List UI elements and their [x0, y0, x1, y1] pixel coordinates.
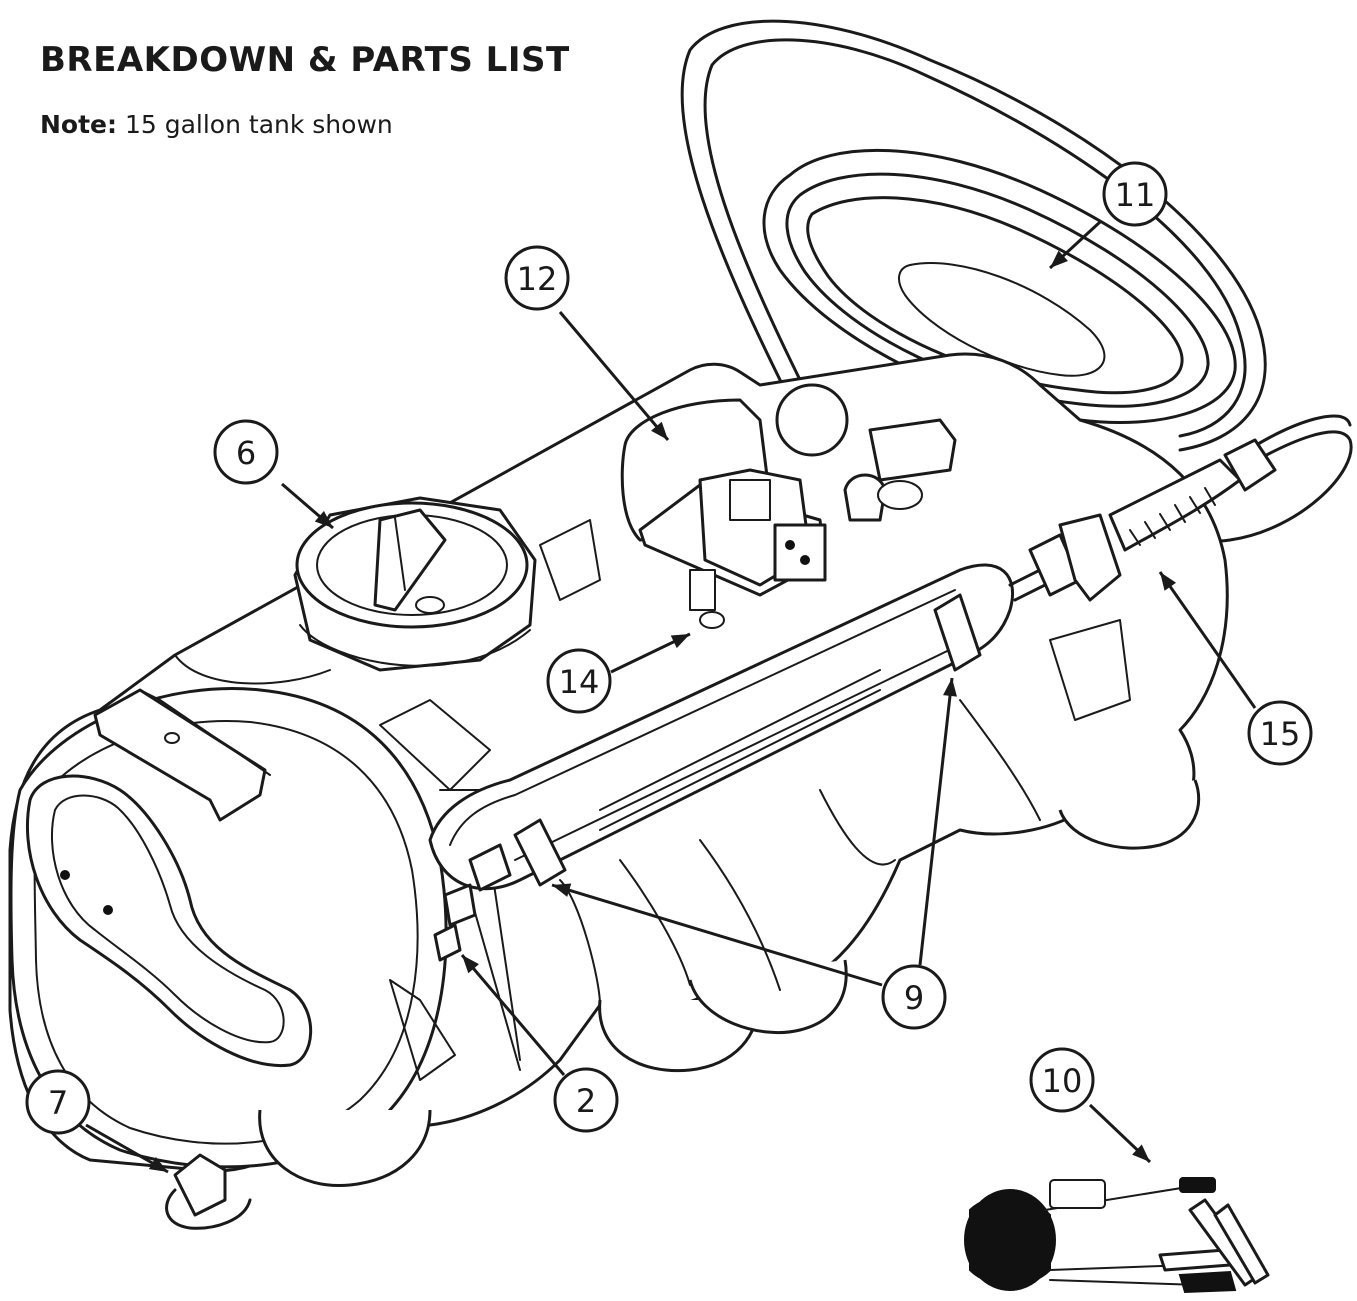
- callout-7-circle: [25, 1069, 91, 1135]
- callout-9-leader-line: [551, 883, 883, 987]
- callout-14-label: 14: [559, 663, 600, 701]
- callout-2-arrowhead: [462, 955, 479, 974]
- callout-9-label: 9: [904, 979, 924, 1017]
- callout-9-b-arrowhead: [943, 678, 957, 697]
- callout-10-label: 10: [1042, 1062, 1083, 1100]
- callout-10-circle: [1029, 1047, 1095, 1113]
- battery-harness: [964, 1177, 1270, 1294]
- callout-10-arrowhead: [1132, 1144, 1150, 1162]
- callout-11-label: 11: [1115, 176, 1156, 214]
- callout-6-circle: [213, 419, 279, 485]
- callout-15-leader-line: [1158, 571, 1257, 709]
- callout-9-arrowhead: [552, 883, 572, 897]
- callout-2-leader-line: [460, 954, 566, 1076]
- callout-6-label: 6: [236, 434, 256, 472]
- callout-15-label: 15: [1260, 715, 1301, 753]
- callout-2-label: 2: [576, 1082, 596, 1120]
- callout-9-b-leader-line: [918, 677, 954, 966]
- callout-14-circle: [546, 648, 612, 714]
- hose-coil: [680, 19, 1353, 543]
- callout-6-arrowhead: [314, 510, 333, 528]
- callout-9-circle: [881, 964, 947, 1030]
- callout-12-circle: [504, 245, 570, 311]
- tank-note: Note: 15 gallon tank shown: [40, 110, 393, 139]
- callout-12-label: 12: [517, 260, 558, 298]
- tank-lid: [293, 496, 537, 672]
- note-text: 15 gallon tank shown: [117, 110, 393, 139]
- pump-assembly: [620, 383, 957, 629]
- callout-14-arrowhead: [670, 634, 690, 649]
- callout-12-leader-line: [558, 311, 670, 441]
- callout-7-label: 7: [48, 1084, 68, 1122]
- page-title: BREAKDOWN & PARTS LIST: [40, 40, 570, 80]
- boom-valve-hose: [1028, 438, 1277, 602]
- callout-15-circle: [1247, 700, 1313, 766]
- callout-15-arrowhead: [1160, 572, 1177, 591]
- callout-11-arrowhead: [1050, 250, 1068, 268]
- callouts: 6 12 11 14 15 9 2 7 10: [25, 161, 1313, 1174]
- callout-12-arrowhead: [651, 421, 668, 440]
- spray-boom: [428, 563, 1057, 962]
- callout-2-circle: [553, 1067, 619, 1133]
- note-label: Note:: [40, 110, 118, 139]
- callout-7-arrowhead: [148, 1156, 168, 1172]
- callout-11-circle: [1102, 161, 1168, 227]
- drain-cap: [165, 1153, 252, 1230]
